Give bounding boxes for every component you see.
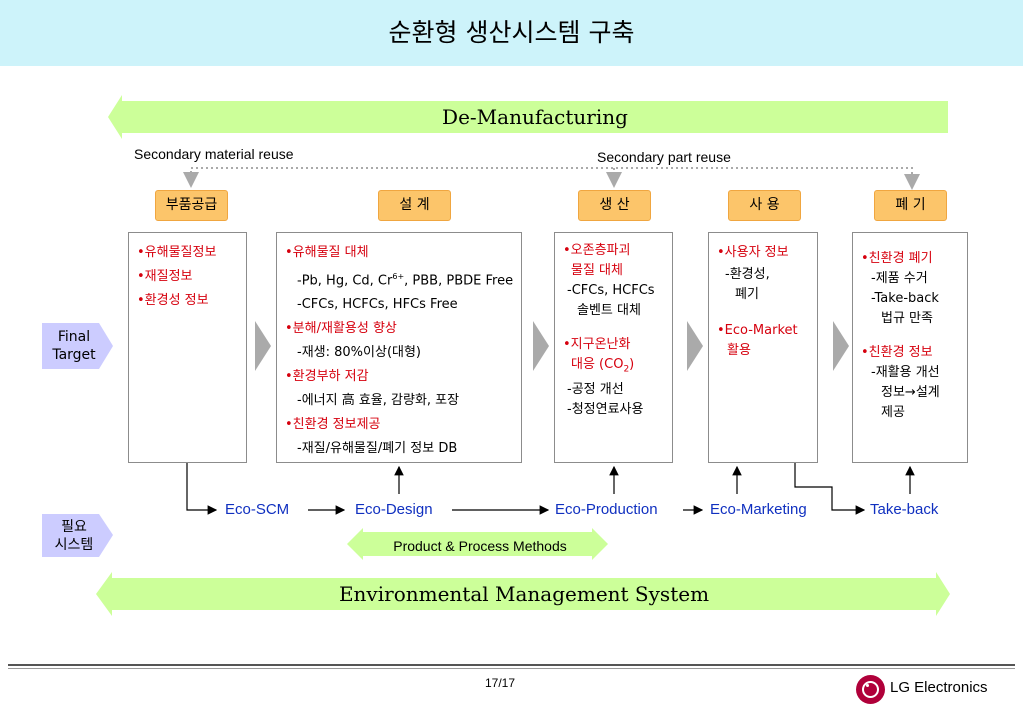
bullet-text: •재질정보: [137, 269, 193, 284]
methods-arrow: [347, 528, 608, 560]
target-box-parts-supply: •유해물질정보 •재질정보 •환경성 정보: [128, 232, 247, 463]
detail-text: 폐기: [735, 287, 759, 302]
ems-band: [96, 572, 950, 616]
material-reuse-line: [190, 167, 920, 190]
de-manufacturing-label: De-Manufacturing: [442, 105, 628, 129]
bullet-text: 대응 (CO2): [571, 357, 635, 375]
detail-text: -공정 개선: [567, 381, 624, 397]
stage-use: 사 용: [728, 190, 801, 221]
bullet-text: •친환경 정보: [861, 345, 933, 360]
target-box-disposal: •친환경 폐기 -제품 수거 -Take-back 법규 만족 •친환경 정보 …: [852, 232, 968, 463]
detail-text: 정보→설계: [881, 385, 940, 400]
detail-text: -재질/유해물질/폐기 정보 DB: [297, 441, 458, 457]
detail-text: 법규 만족: [881, 311, 933, 326]
chevron-arrow-2: [533, 321, 549, 371]
lg-logo-icon: [856, 675, 885, 704]
de-manufacturing-band: [108, 95, 948, 139]
methods-label: Product & Process Methods: [393, 538, 567, 554]
bullet-text: •분해/재활용성 향상: [285, 321, 397, 337]
final-target-tag: [42, 323, 113, 369]
company-name: LG Electronics: [890, 679, 988, 696]
detail-text: -CFCs, HCFCs: [567, 283, 655, 298]
target-box-design: •유해물질 대체 -Pb, Hg, Cd, Cr6+, PBB, PBDE Fr…: [276, 232, 522, 463]
bullet-text: •Eco-Market: [717, 323, 798, 338]
detail-text: 제공: [881, 405, 905, 420]
bullet-text: 활용: [727, 343, 751, 358]
stage-production: 생 산: [578, 190, 651, 221]
detail-text: 솔벤트 대체: [577, 303, 641, 318]
detail-text: -CFCs, HCFCs, HFCs Free: [297, 297, 458, 313]
detail-text: -Take-back: [871, 291, 939, 306]
system-eco-design: Eco-Design: [355, 501, 433, 518]
bullet-text: •지구온난화: [563, 337, 631, 352]
required-system-label: 필요 시스템: [54, 519, 94, 553]
bullet-text: •유해물질정보: [137, 245, 217, 260]
detail-text: -에너지 高 효율, 감량화, 포장: [297, 393, 460, 409]
part-reuse-label: Secondary part reuse: [597, 149, 731, 165]
final-target-label: Final Target: [52, 329, 96, 363]
ems-label: Environmental Management System: [338, 582, 710, 606]
stage-parts-supply: 부품공급: [155, 190, 228, 221]
stage-disposal: 폐 기: [874, 190, 947, 221]
detail-text: -재생: 80%이상(대형): [297, 345, 422, 361]
bullet-text: 물질 대체: [571, 263, 623, 278]
chevron-arrow-4: [833, 321, 849, 371]
bullet-text: •사용자 정보: [717, 245, 789, 260]
material-reuse-label: Secondary material reuse: [134, 146, 294, 162]
bullet-text: •환경부하 저감: [285, 369, 369, 385]
footer-divider: [8, 664, 1015, 666]
detail-text: -재활용 개선: [871, 365, 940, 380]
bullet-text: •친환경 정보제공: [285, 417, 381, 433]
target-box-production: •오존층파괴 물질 대체 -CFCs, HCFCs 솔벤트 대체 •지구온난화 …: [554, 232, 673, 463]
page-number: 17/17: [484, 676, 516, 690]
title-bar: [0, 0, 1023, 66]
footer-divider-thin: [8, 668, 1015, 669]
system-eco-production: Eco-Production: [555, 501, 658, 518]
chevron-arrow-3: [687, 321, 703, 371]
required-system-tag: [42, 514, 113, 557]
page-title: 순환형 생산시스템 구축: [388, 18, 635, 47]
system-take-back: Take-back: [870, 501, 939, 518]
detail-text: -청정연료사용: [567, 401, 644, 417]
target-box-use: •사용자 정보 -환경성, 폐기 •Eco-Market 활용: [708, 232, 818, 463]
detail-text: -제품 수거: [871, 271, 928, 286]
bullet-text: •친환경 폐기: [861, 251, 933, 266]
detail-text: -환경성,: [725, 267, 770, 282]
detail-text: -Pb, Hg, Cd, Cr6+, PBB, PBDE Free: [297, 272, 514, 289]
system-eco-marketing: Eco-Marketing: [710, 501, 807, 518]
stage-design: 설 계: [378, 190, 451, 221]
chevron-arrow-1: [255, 321, 271, 371]
bullet-text: •오존층파괴: [563, 243, 631, 258]
bullet-text: •환경성 정보: [137, 293, 209, 308]
system-eco-scm: Eco-SCM: [225, 501, 290, 518]
bullet-text: •유해물질 대체: [285, 245, 369, 260]
